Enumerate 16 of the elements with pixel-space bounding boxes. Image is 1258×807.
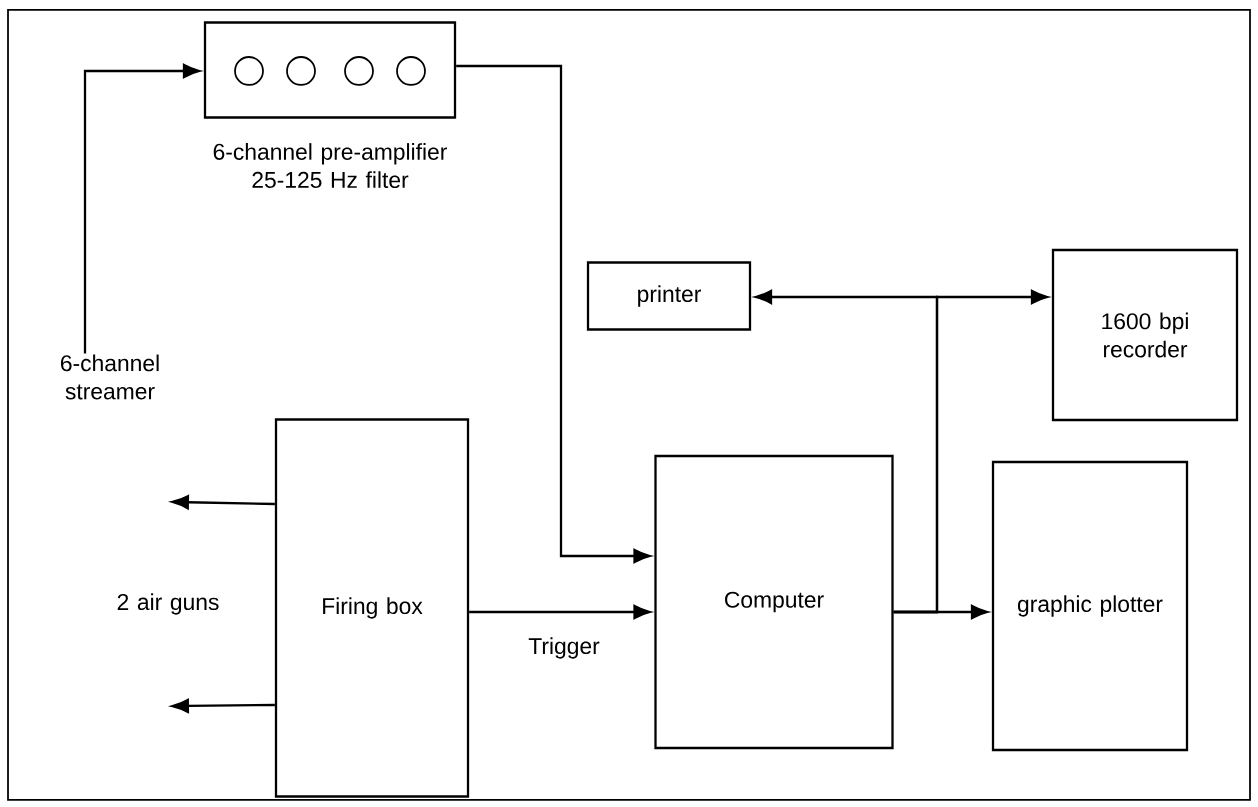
arrow — [83, 63, 201, 354]
edge-label: Trigger — [524, 633, 604, 663]
arrow — [893, 289, 1049, 614]
process-box: Computer — [654, 454, 894, 750]
arrow — [171, 698, 275, 714]
amplifier-box: 6-channel pre-amplifier 25-125 Hz filter — [203, 21, 457, 188]
text-label: 2 air guns — [117, 593, 219, 615]
text-label: 6-channel streamer — [61, 354, 159, 400]
process-box: graphic plotter — [991, 460, 1189, 752]
process-box: Firing box — [274, 418, 470, 798]
process-box: printer — [586, 261, 752, 331]
arrow — [469, 604, 651, 620]
arrow — [456, 64, 651, 564]
arrow — [171, 495, 275, 510]
node-label: 6-channel pre-amplifier 25-125 Hz filter — [213, 143, 447, 189]
process-box: 1600 bpi recorder — [1051, 248, 1239, 422]
